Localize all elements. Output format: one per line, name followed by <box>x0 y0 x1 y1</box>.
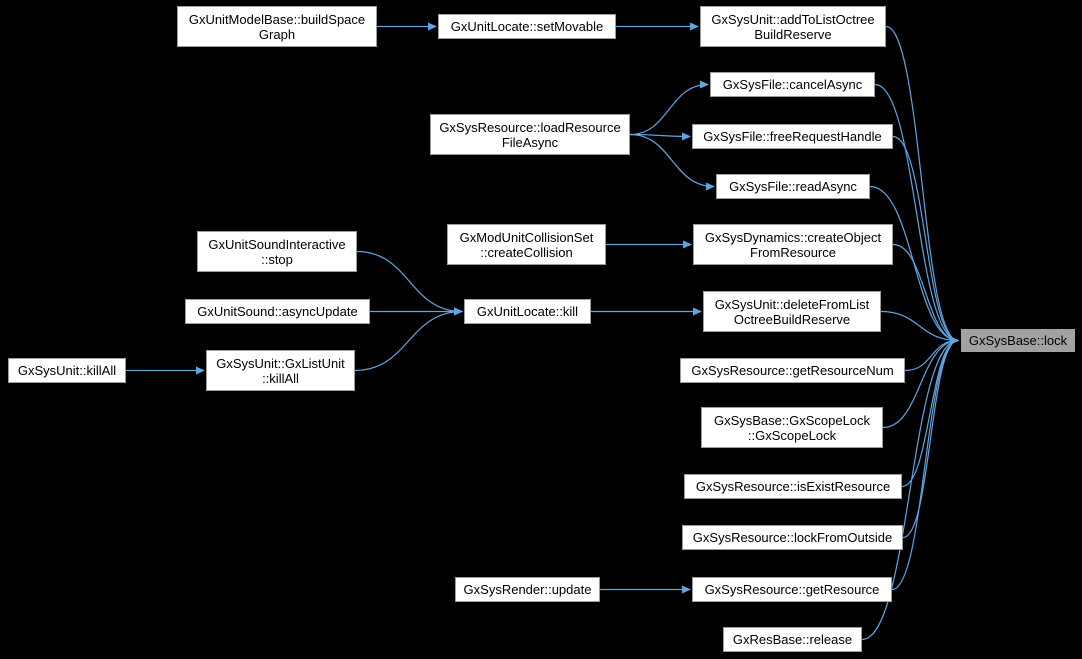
node-label: GxSysFile::freeRequestHandle <box>703 129 882 144</box>
node-sound-interactive-stop[interactable]: GxUnitSoundInteractive ::stop <box>197 231 357 272</box>
node-label: GxSysFile::readAsync <box>729 179 857 194</box>
node-label: GxUnitModelBase::buildSpace Graph <box>188 11 366 42</box>
node-kill[interactable]: GxUnitLocate::kill <box>464 299 591 324</box>
node-label: GxSysUnit::GxListUnit ::killAll <box>216 355 345 386</box>
node-create-object-from-resource[interactable]: GxSysDynamics::createObject FromResource <box>693 224 893 265</box>
node-label: GxUnitLocate::setMovable <box>450 19 604 34</box>
node-build-space-graph[interactable]: GxUnitModelBase::buildSpace Graph <box>177 6 377 47</box>
node-is-exist-resource[interactable]: GxSysResource::isExistResource <box>684 474 902 499</box>
node-label: GxSysFile::cancelAsync <box>722 77 863 92</box>
node-label: GxSysResource::getResourceNum <box>691 363 894 378</box>
node-label: GxSysRender::update <box>463 582 592 597</box>
node-label: GxModUnitCollisionSet ::createCollision <box>459 229 594 260</box>
node-load-resource-file-async[interactable]: GxSysResource::loadResource FileAsync <box>430 114 630 155</box>
edge-get-resource-num-to-lock <box>904 336 959 372</box>
node-lock: GxSysBase::lock <box>960 328 1076 353</box>
node-get-resource-num[interactable]: GxSysResource::getResourceNum <box>680 358 905 383</box>
node-label: GxUnitLocate::kill <box>476 304 579 319</box>
node-set-movable[interactable]: GxUnitLocate::setMovable <box>438 14 616 39</box>
node-async-update[interactable]: GxUnitSound::asyncUpdate <box>185 299 370 324</box>
node-label: GxUnitSound::asyncUpdate <box>197 304 358 319</box>
node-list-unit-kill-all[interactable]: GxSysUnit::GxListUnit ::killAll <box>206 350 355 391</box>
node-add-to-list-octree-build-reserve[interactable]: GxSysUnit::addToListOctree BuildReserve <box>700 6 886 47</box>
node-render-update[interactable]: GxSysRender::update <box>455 577 600 602</box>
node-create-collision[interactable]: GxModUnitCollisionSet ::createCollision <box>447 224 606 265</box>
node-label: GxSysBase::lock <box>968 333 1068 348</box>
edge-lock-from-outside-to-lock <box>902 336 959 539</box>
edge-free-request-handle-to-lock <box>892 135 959 345</box>
edge-delete-from-list-octree-build-reserve-to-lock <box>880 310 959 345</box>
node-cancel-async[interactable]: GxSysFile::cancelAsync <box>710 72 875 97</box>
node-label: GxSysDynamics::createObject FromResource <box>704 229 882 260</box>
node-gx-scope-lock[interactable]: GxSysBase::GxScopeLock ::GxScopeLock <box>701 407 883 448</box>
node-label: GxResBase::release <box>732 632 853 647</box>
node-release[interactable]: GxResBase::release <box>723 627 862 652</box>
node-label: GxSysBase::GxScopeLock ::GxScopeLock <box>713 412 871 443</box>
edge-add-to-list-octree-build-reserve-to-lock <box>885 25 959 345</box>
node-get-resource[interactable]: GxSysResource::getResource <box>692 577 892 602</box>
edge-cancel-async-to-lock <box>874 83 959 345</box>
node-label: GxSysResource::lockFromOutside <box>692 530 893 545</box>
node-lock-from-outside[interactable]: GxSysResource::lockFromOutside <box>682 525 903 550</box>
node-read-async[interactable]: GxSysFile::readAsync <box>716 174 870 199</box>
node-kill-all[interactable]: GxSysUnit::killAll <box>8 358 126 383</box>
edge-list-unit-kill-all-to-kill <box>354 307 463 372</box>
node-label: GxSysResource::isExistResource <box>695 479 891 494</box>
edge-is-exist-resource-to-lock <box>901 336 959 488</box>
node-free-request-handle[interactable]: GxSysFile::freeRequestHandle <box>692 124 893 149</box>
node-label: GxSysUnit::killAll <box>17 363 117 378</box>
node-label: GxSysResource::getResource <box>704 582 880 597</box>
edge-gx-scope-lock-to-lock <box>882 336 959 429</box>
node-label: GxSysUnit::deleteFromList OctreeBuildRes… <box>714 296 870 327</box>
node-label: GxSysResource::loadResource FileAsync <box>439 119 621 150</box>
edge-load-resource-file-async-to-free-request-handle <box>629 132 691 141</box>
node-label: GxSysUnit::addToListOctree BuildReserve <box>711 11 875 42</box>
node-delete-from-list-octree-build-reserve[interactable]: GxSysUnit::deleteFromList OctreeBuildRes… <box>703 291 881 332</box>
edge-create-object-from-resource-to-lock <box>892 243 959 345</box>
node-label: GxUnitSoundInteractive ::stop <box>208 236 346 267</box>
